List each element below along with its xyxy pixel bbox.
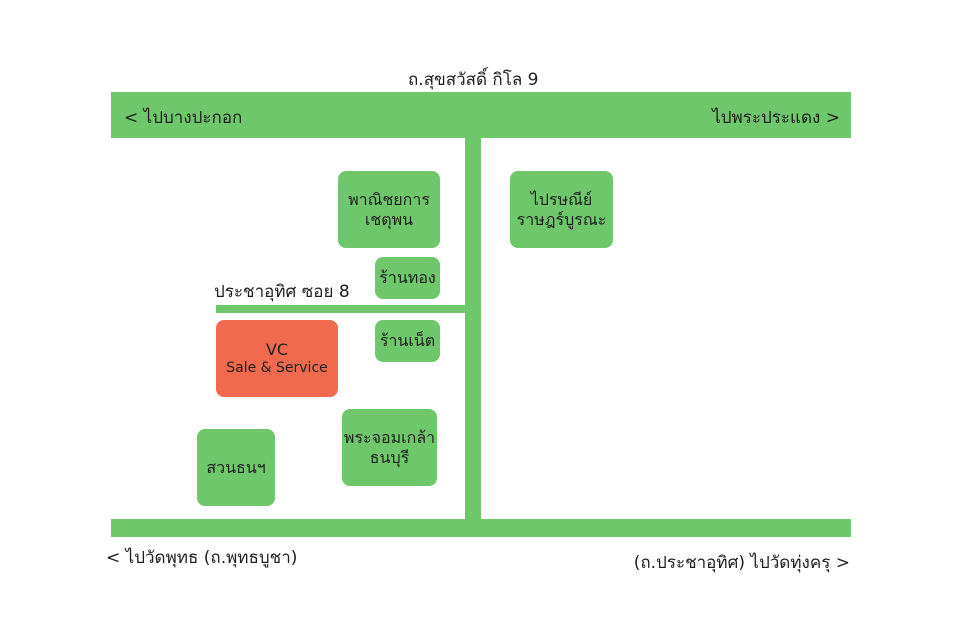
- place-gold-shop[interactable]: ร้านทอง: [375, 257, 440, 299]
- place-line-2: เชตุพน: [364, 209, 414, 229]
- place-line-2: Sale & Service: [226, 360, 328, 376]
- top-road-right-direction: ไปพระประแดง >: [712, 108, 840, 128]
- place-line-1: พาณิชยการ: [348, 189, 430, 209]
- place-suan-thon[interactable]: สวนธนฯ: [197, 429, 275, 506]
- place-net-shop[interactable]: ร้านเน็ต: [375, 320, 440, 362]
- place-line-1: ร้านเน็ต: [379, 331, 436, 350]
- place-line-1: ร้านทอง: [379, 268, 436, 287]
- soi-label: ประชาอุทิศ ซอย 8: [214, 282, 350, 302]
- place-line-1: VC: [265, 340, 289, 359]
- place-line-2: ธนบุรี: [369, 447, 410, 467]
- soi-road: [216, 305, 466, 313]
- place-phra-chom-klao[interactable]: พระจอมเกล้า ธนบุรี: [342, 409, 437, 486]
- top-road-left-direction: < ไปบางปะกอก: [124, 108, 243, 128]
- bottom-left-direction: < ไปวัดพุทธ (ถ.พุทธบูชา): [106, 548, 298, 568]
- place-line-1: ไปรษณีย์: [530, 189, 593, 209]
- top-road-title: ถ.สุขสวัสดิ์ กิโล 9: [408, 70, 539, 90]
- bottom-right-direction: (ถ.ประชาอุทิศ) ไปวัดทุ่งครุ >: [633, 553, 850, 573]
- place-post-office[interactable]: ไปรษณีย์ ราษฎร์บูรณะ: [510, 171, 613, 248]
- place-line-1: สวนธนฯ: [206, 457, 266, 477]
- top-road: [111, 92, 851, 138]
- bottom-road: [111, 519, 851, 537]
- place-vc-sale-service[interactable]: VC Sale & Service: [216, 320, 338, 397]
- vertical-road: [465, 138, 481, 519]
- place-line-2: ราษฎร์บูรณะ: [516, 209, 607, 229]
- place-commerce-school[interactable]: พาณิชยการ เชตุพน: [338, 171, 440, 248]
- place-line-1: พระจอมเกล้า: [343, 427, 436, 447]
